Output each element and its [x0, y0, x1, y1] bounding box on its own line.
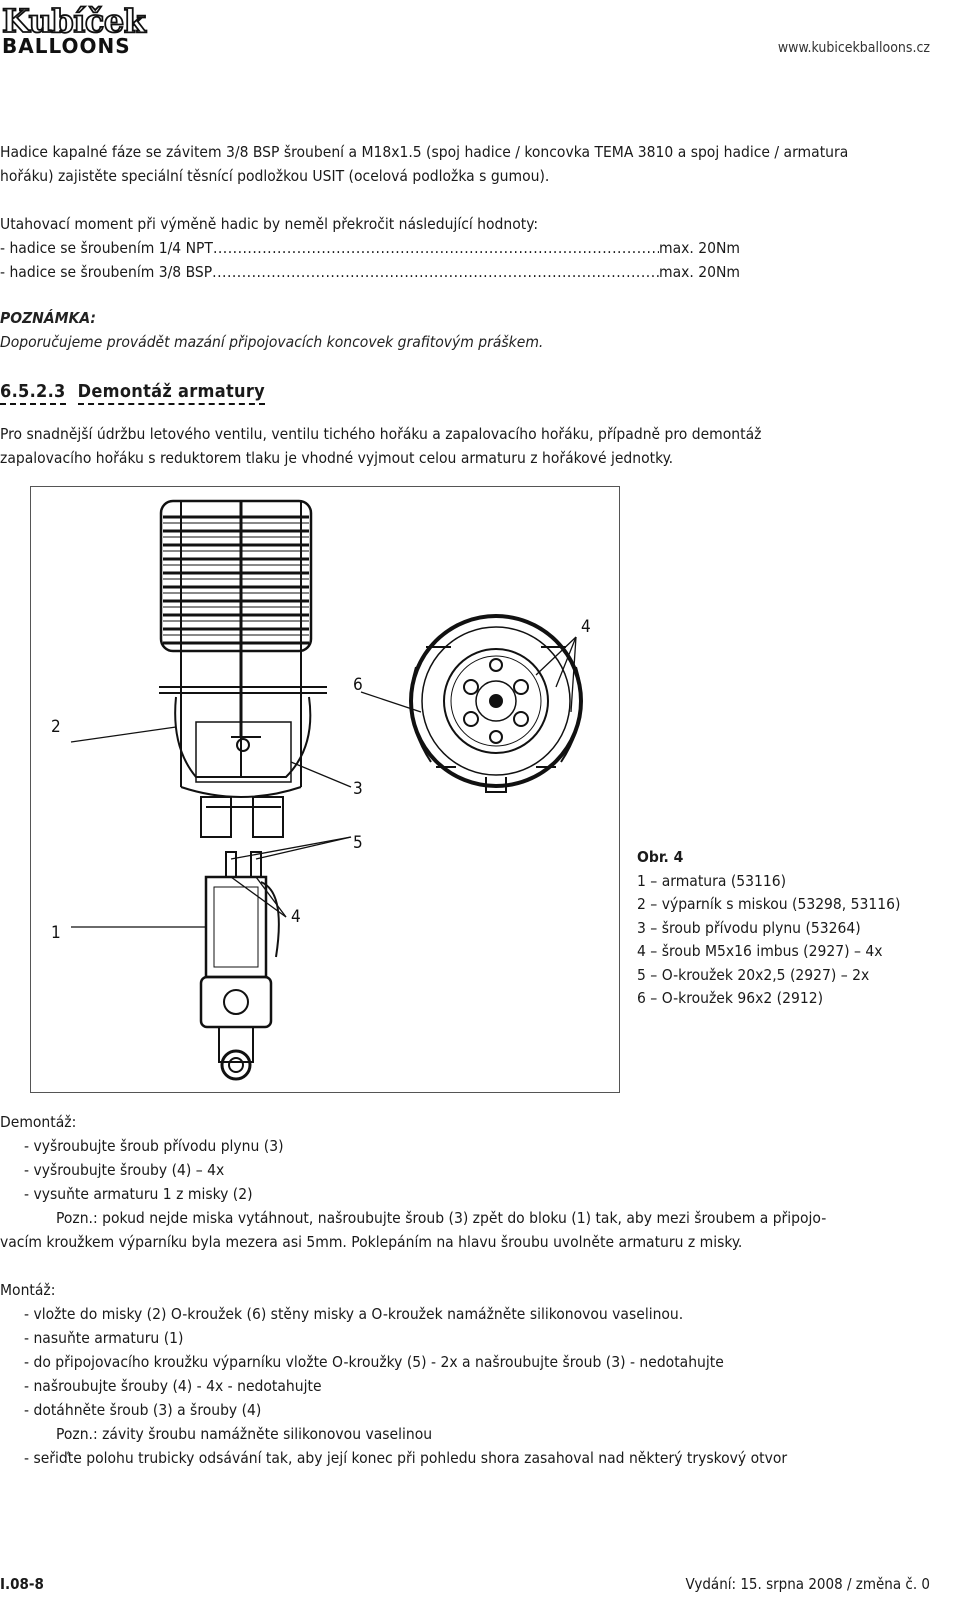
section-line: Pro snadnější údržbu letového ventilu, v… — [0, 425, 762, 443]
callout-label: 6 — [353, 675, 363, 695]
top-view-ring — [409, 614, 583, 793]
caption-item: 2 – výparník s miskou (53298, 53116) — [637, 895, 901, 913]
dot-leader — [212, 260, 659, 284]
callout-label: 1 — [51, 923, 61, 943]
caption-title: Obr. 4 — [637, 848, 684, 866]
note-block: POZNÁMKA: Doporučujeme provádět mazání p… — [0, 306, 940, 354]
note-title: POZNÁMKA: — [0, 309, 96, 327]
edition-info: Vydání: 15. srpna 2008 / změna č. 0 — [685, 1575, 930, 1593]
callout-label: 4 — [581, 617, 591, 637]
montaz-block: Montáž: - vložte do misky (2) O-kroužek … — [0, 1278, 940, 1470]
montaz-note: Pozn.: závity šroubu namážněte silikonov… — [56, 1425, 433, 1443]
torque-row: - hadice se šroubením 1/4 NPT max. 20Nm — [0, 236, 740, 260]
caption-item: 1 – armatura (53116) — [637, 871, 787, 890]
demontaz-step: - vyšroubujte šroub přívodu plynu (3) — [24, 1137, 284, 1155]
demontaz-title: Demontáž: — [0, 1113, 77, 1131]
montaz-step: - vložte do misky (2) O-kroužek (6) stěn… — [24, 1305, 684, 1323]
figure-frame: 4 6 2 3 5 4 1 — [30, 486, 620, 1093]
caption-item: 5 – O-kroužek 20x2,5 (2927) – 2x — [637, 965, 870, 984]
armature-part — [199, 851, 280, 1081]
caption-item: 4 – šroub M5x16 imbus (2927) – 4x — [637, 942, 883, 960]
callout-label: 2 — [51, 717, 61, 737]
section-paragraph: Pro snadnější údržbu letového ventilu, v… — [0, 422, 940, 470]
company-logo: Kubíček BALLOONS — [0, 2, 190, 58]
demontaz-note: Pozn.: pokud nejde miska vytáhnout, našr… — [56, 1209, 827, 1227]
montaz-step: - našroubujte šrouby (4) - 4x - nedotahu… — [24, 1377, 322, 1395]
callout-label: 3 — [353, 779, 363, 799]
torque-value: max. 20Nm — [659, 239, 740, 257]
demontaz-step: - vyšroubujte šrouby (4) – 4x — [24, 1161, 225, 1179]
website-link[interactable]: www.kubicekballoons.cz — [777, 40, 930, 56]
dot-leader — [213, 236, 659, 260]
torque-row: - hadice se šroubením 3/8 BSP max. 20Nm — [0, 260, 740, 284]
montaz-step: - do připojovacího kroužku výparníku vlo… — [24, 1353, 724, 1371]
note-text: Doporučujeme provádět mazání připojovací… — [0, 333, 544, 351]
demontaz-note: vacím kroužkem výparníku byla mezera asi… — [0, 1233, 743, 1251]
evaporator-coil — [159, 499, 313, 737]
burner-assembly-drawing — [70, 499, 583, 1081]
section-line: zapalovacího hořáku s reduktorem tlaku j… — [0, 449, 674, 467]
montaz-step: - seřiďte polohu trubicky odsávání tak, … — [24, 1449, 788, 1467]
intro-line: Hadice kapalné fáze se závitem 3/8 BSP š… — [0, 143, 849, 161]
intro-line: hořáku) zajistěte speciální těsnící podl… — [0, 167, 550, 185]
section-heading: 6.5.2.3 Demontáž armatury — [0, 380, 265, 405]
torque-label: - hadice se šroubením 1/4 NPT — [0, 239, 213, 257]
burner-frame — [159, 652, 327, 838]
demontaz-step: - vysuňte armaturu 1 z misky (2) — [24, 1185, 253, 1203]
montaz-step: - dotáhněte šroub (3) a šrouby (4) — [24, 1401, 262, 1419]
caption-item: 3 – šroub přívodu plynu (53264) — [637, 918, 861, 937]
section-title: Demontáž armatury — [77, 381, 265, 405]
montaz-title: Montáž: — [0, 1281, 56, 1299]
caption-item: 6 – O-kroužek 96x2 (2912) — [637, 989, 824, 1007]
montaz-step: - nasuňte armaturu (1) — [24, 1329, 184, 1347]
torque-heading: Utahovací moment při výměně hadic by nem… — [0, 215, 539, 233]
torque-block: Utahovací moment při výměně hadic by nem… — [0, 212, 940, 284]
demontaz-block: Demontáž: - vyšroubujte šroub přívodu pl… — [0, 1110, 940, 1254]
logo-subtitle: BALLOONS — [2, 34, 131, 58]
callout-label: 5 — [353, 833, 363, 853]
section-number: 6.5.2.3 — [0, 381, 66, 405]
page-number: I.08-8 — [0, 1575, 44, 1593]
callout-label: 4 — [291, 907, 301, 927]
figure-caption: Obr. 4 1 – armatura (53116) 2 – výparník… — [637, 846, 957, 1011]
intro-paragraph: Hadice kapalné fáze se závitem 3/8 BSP š… — [0, 140, 940, 188]
logo-wordmark: Kubíček — [1, 2, 147, 40]
torque-label: - hadice se šroubením 3/8 BSP — [0, 263, 213, 281]
leader-lines — [70, 636, 577, 928]
torque-value: max. 20Nm — [659, 263, 740, 281]
